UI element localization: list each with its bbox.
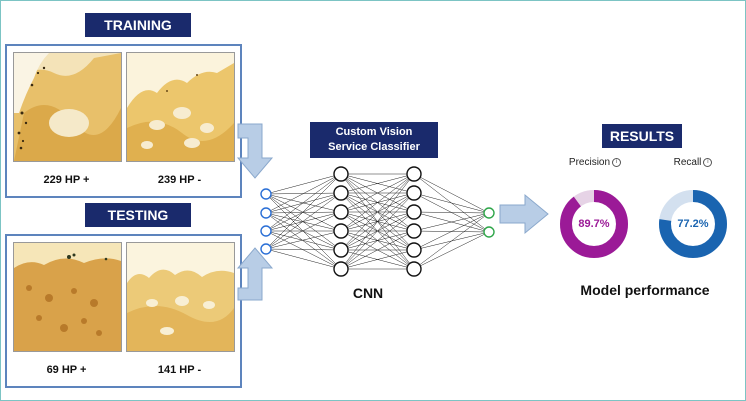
network-edge bbox=[340, 173, 415, 194]
network-edge bbox=[413, 231, 490, 270]
input-node bbox=[260, 207, 272, 219]
network-edge bbox=[413, 173, 490, 214]
input-node bbox=[260, 225, 272, 237]
network-edge bbox=[413, 211, 490, 214]
network-edge bbox=[265, 192, 342, 232]
network-edge bbox=[340, 173, 415, 232]
precision-info-icon: i bbox=[612, 157, 622, 167]
network-edge bbox=[413, 212, 490, 232]
testing-input-arrow bbox=[236, 247, 274, 301]
output-node bbox=[483, 226, 495, 238]
network-edge bbox=[265, 211, 342, 232]
network-edge bbox=[265, 230, 342, 270]
training-panel: 229 HP + 239 HP - bbox=[5, 44, 242, 198]
testing-panel: 69 HP + 141 HP - bbox=[5, 234, 242, 388]
training-hp-positive-count: 229 HP + bbox=[43, 174, 90, 186]
recall-value: 77.2% bbox=[677, 218, 709, 230]
network-edge bbox=[265, 212, 342, 232]
network-edge bbox=[265, 173, 342, 214]
input-node bbox=[260, 243, 272, 255]
hidden1-node bbox=[333, 223, 349, 239]
network-edge bbox=[340, 173, 415, 213]
network-edge bbox=[413, 212, 490, 251]
network-edge bbox=[413, 192, 490, 214]
testing-hp-negative-image bbox=[126, 242, 235, 352]
results-title: RESULTS bbox=[602, 124, 682, 148]
network-edge bbox=[265, 230, 342, 251]
hidden1-node bbox=[333, 242, 349, 258]
network-edge bbox=[340, 249, 415, 270]
network-edge bbox=[265, 173, 342, 195]
cnn-label: CNN bbox=[352, 285, 384, 301]
network-edge bbox=[265, 173, 342, 250]
classifier-title-line1: Custom Vision bbox=[335, 126, 413, 138]
network-nodes bbox=[260, 166, 495, 277]
network-edge bbox=[265, 230, 342, 250]
hidden2-node bbox=[406, 204, 422, 220]
network-edge bbox=[265, 248, 342, 270]
hidden2-node bbox=[406, 166, 422, 182]
recall-label-text: Recall bbox=[673, 157, 702, 168]
input-node bbox=[260, 188, 272, 200]
network-edge bbox=[265, 211, 342, 214]
hidden2-node bbox=[406, 242, 422, 258]
training-hp-positive-image bbox=[13, 52, 122, 162]
network-edge bbox=[265, 212, 342, 251]
precision-value: 89.7% bbox=[578, 218, 610, 230]
testing-hp-negative-count: 141 HP - bbox=[157, 364, 202, 376]
output-arrow bbox=[499, 193, 549, 235]
classifier-title-line2: Service Classifier bbox=[328, 141, 420, 153]
network-edge bbox=[265, 248, 342, 251]
network-edge bbox=[340, 192, 415, 270]
training-hp-negative-count: 239 HP - bbox=[157, 174, 202, 186]
hidden1-node bbox=[333, 204, 349, 220]
precision-donut-arc bbox=[560, 190, 628, 258]
testing-hp-positive-image bbox=[13, 242, 122, 352]
network-edge bbox=[265, 192, 342, 214]
hidden2-node bbox=[406, 261, 422, 277]
network-edge bbox=[340, 230, 415, 270]
network-edge bbox=[265, 192, 342, 250]
hidden1-node bbox=[333, 261, 349, 277]
recall-donut-arc bbox=[659, 190, 727, 258]
network-edge bbox=[265, 173, 342, 232]
classifier-title: Custom Vision Service Classifier bbox=[310, 122, 438, 158]
testing-hp-positive-count: 69 HP + bbox=[46, 364, 87, 376]
network-edge bbox=[340, 211, 415, 270]
model-performance-label: Model performance bbox=[580, 282, 710, 298]
recall-info-icon: i bbox=[703, 157, 713, 167]
precision-label-text: Precision bbox=[568, 157, 611, 168]
hidden1-node bbox=[333, 185, 349, 201]
training-input-arrow bbox=[236, 123, 274, 179]
testing-title: TESTING bbox=[85, 203, 191, 227]
hidden1-node bbox=[333, 166, 349, 182]
hidden2-node bbox=[406, 223, 422, 239]
network-edge bbox=[340, 173, 415, 251]
network-edge bbox=[265, 211, 342, 250]
training-hp-negative-image bbox=[126, 52, 235, 162]
training-title: TRAINING bbox=[85, 13, 191, 37]
output-node bbox=[483, 207, 495, 219]
hidden2-node bbox=[406, 185, 422, 201]
network-connections bbox=[265, 173, 490, 270]
network-edge bbox=[265, 212, 342, 270]
network-edge bbox=[413, 212, 490, 270]
network-edge bbox=[340, 173, 415, 270]
